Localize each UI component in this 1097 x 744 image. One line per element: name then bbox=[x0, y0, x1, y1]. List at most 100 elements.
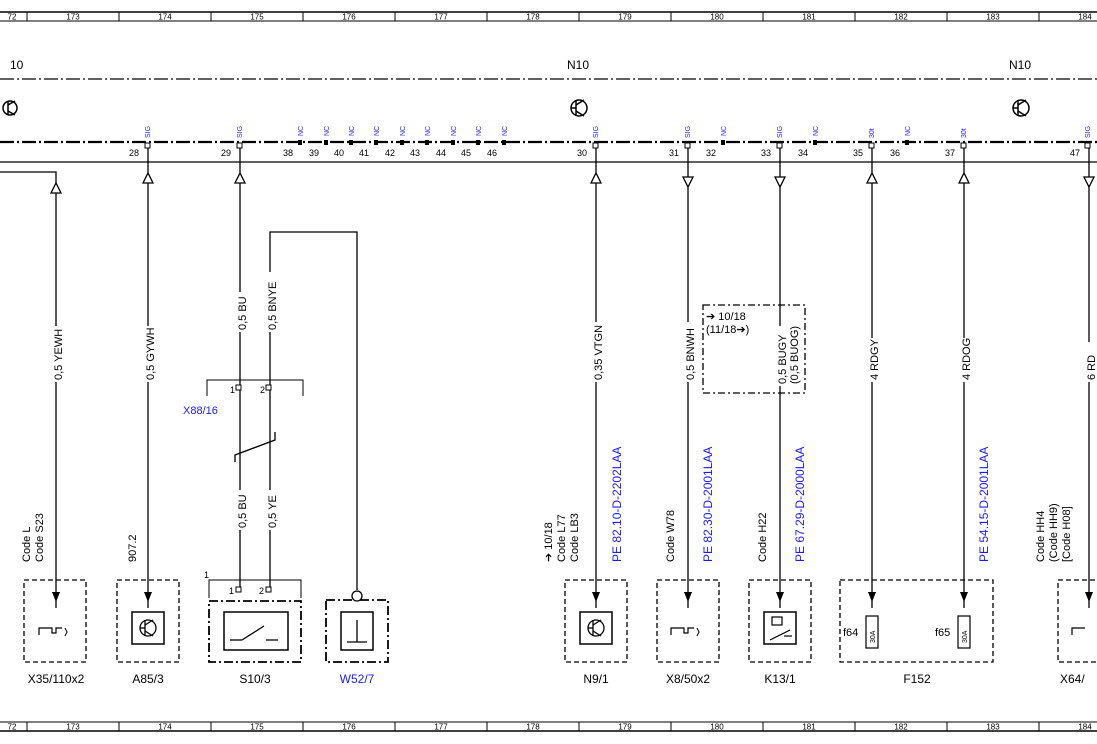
connector-name: X88/16 bbox=[183, 405, 218, 417]
arrow-down-icon bbox=[868, 592, 876, 602]
pin-number: 33 bbox=[761, 148, 771, 158]
connector-pin: 2 bbox=[259, 586, 264, 596]
ruler-num: 177 bbox=[434, 723, 448, 732]
connector-pin: 1 bbox=[229, 586, 234, 596]
code-label: Code L77 bbox=[556, 514, 568, 562]
reference-link[interactable]: PE 54.15-D-2001LAA bbox=[977, 447, 991, 562]
relay-icon bbox=[769, 616, 792, 641]
connector-pin: 1 bbox=[230, 385, 235, 395]
pin-number: 32 bbox=[706, 148, 716, 158]
arrow-down-icon bbox=[1085, 592, 1093, 602]
pin-signal: NC bbox=[813, 126, 820, 136]
pin-42: NC 42 bbox=[385, 126, 407, 158]
wire-label: 0,5 BUGY bbox=[777, 334, 789, 384]
unit-n10-band: 10 N10 N10 bbox=[0, 58, 1097, 163]
arrow-up-icon bbox=[865, 171, 879, 184]
wire-label: 0,5 BU bbox=[237, 296, 249, 330]
component-x8-50x2 bbox=[656, 579, 720, 663]
wire-label: 0,5 BNYE bbox=[267, 282, 279, 330]
plug-icon bbox=[1071, 627, 1085, 635]
code-label: Code W78 bbox=[665, 510, 677, 562]
wire-label: 4 RDGY bbox=[869, 338, 881, 380]
component-label: X64/ bbox=[1060, 672, 1085, 686]
pin-40: NC 40 bbox=[334, 126, 356, 158]
ruler-num: 183 bbox=[986, 13, 1000, 22]
pin-43: NC 43 bbox=[410, 126, 432, 158]
pin-number: 41 bbox=[359, 148, 369, 158]
ground-icon bbox=[347, 620, 367, 643]
pin-38: NC 38 bbox=[283, 126, 305, 158]
pin-signal: NC bbox=[905, 126, 912, 136]
pin-number: 37 bbox=[945, 148, 955, 158]
ruler-num: 181 bbox=[802, 13, 816, 22]
wire-label: (0,5 BUOG) bbox=[789, 326, 801, 384]
pin-number: 38 bbox=[283, 148, 293, 158]
wire-label: 0,35 VTGN bbox=[593, 325, 605, 380]
transistor-icon bbox=[570, 99, 588, 117]
code-label: Code LB3 bbox=[569, 513, 581, 562]
component-s10-3 bbox=[208, 579, 302, 663]
unit-label: 10 bbox=[10, 58, 24, 72]
plug-icon bbox=[38, 627, 62, 635]
arrow-up-icon bbox=[141, 171, 155, 184]
component-a85-3 bbox=[116, 579, 180, 663]
pin-signal: NC bbox=[476, 126, 483, 136]
pin-32: NC 32 bbox=[706, 126, 728, 158]
transistor-icon bbox=[2, 100, 18, 116]
pin-signal: SIG bbox=[145, 126, 152, 138]
fuse-f65: f65 30A bbox=[935, 627, 969, 643]
reference-link[interactable]: PE 82.10-D-2202LAA bbox=[610, 447, 624, 562]
arrow-down-icon bbox=[960, 592, 968, 602]
ruler-num: 182 bbox=[894, 13, 908, 22]
ruler-num: 184 bbox=[1078, 723, 1092, 732]
arrow-up-icon bbox=[49, 181, 63, 194]
ruler-num: 72 bbox=[8, 13, 17, 22]
reference-link[interactable]: PE 82.30-D-2001LAA bbox=[701, 447, 715, 562]
pin-signal: SIG bbox=[777, 126, 784, 138]
pin-number: 30 bbox=[577, 148, 587, 158]
pin-number: 46 bbox=[487, 148, 497, 158]
code-label: Code S23 bbox=[34, 513, 46, 562]
component-label: A85/3 bbox=[132, 672, 164, 686]
ruler-num: 72 bbox=[8, 723, 17, 732]
code-label: Code HH4 bbox=[1035, 511, 1047, 562]
code-label: ➔ 10/18 bbox=[543, 522, 555, 562]
pin-signal: NC bbox=[425, 126, 432, 136]
pin-signal: NC bbox=[324, 126, 331, 136]
ruler-num: 183 bbox=[986, 723, 1000, 732]
pin-46: NC 46 bbox=[487, 126, 509, 158]
pin-44: NC 44 bbox=[436, 126, 458, 158]
component-n9-1 bbox=[564, 579, 628, 663]
component-label: X35/110x2 bbox=[28, 672, 85, 686]
pin-signal: NC bbox=[298, 126, 305, 136]
ruler-num: 178 bbox=[526, 13, 540, 22]
pin-signal: 30t bbox=[961, 128, 968, 138]
code-label: Code L bbox=[21, 527, 33, 562]
top-ruler: 72 173 174 175 176 177 178 179 180 181 1… bbox=[0, 11, 1097, 22]
pin-signal: SIG bbox=[237, 126, 244, 138]
ruler-num: 176 bbox=[342, 13, 356, 22]
component-k13-1 bbox=[748, 579, 812, 663]
bottom-ruler: 72 173 174 175 176 177 178 179 180 181 1… bbox=[0, 721, 1097, 732]
pin-41: NC 41 bbox=[359, 126, 381, 158]
component-label[interactable]: W52/7 bbox=[340, 672, 375, 686]
fuse-rating: 30A bbox=[962, 630, 969, 643]
pin-signal: SIG bbox=[1085, 126, 1092, 138]
pin-number: 29 bbox=[221, 148, 231, 158]
note-line: (11/18➔) bbox=[706, 324, 749, 336]
s10-pins: 1 1 2 bbox=[204, 570, 272, 596]
pin-number: 45 bbox=[461, 148, 471, 158]
pin-45: NC 45 bbox=[461, 126, 483, 158]
component-label: S10/3 bbox=[239, 672, 271, 686]
component-label: X8/50x2 bbox=[666, 672, 710, 686]
arrow-down-icon bbox=[684, 592, 692, 602]
pin-number: 36 bbox=[890, 148, 900, 158]
unit-label: N10 bbox=[1009, 58, 1031, 72]
arrow-up-icon bbox=[957, 171, 971, 184]
ruler-num: 182 bbox=[894, 723, 908, 732]
connector-pin: 2 bbox=[260, 385, 265, 395]
fuse-rating: 30A bbox=[870, 630, 877, 643]
switch-icon bbox=[230, 625, 278, 641]
ruler-num: 179 bbox=[618, 13, 632, 22]
reference-link[interactable]: PE 67.29-D-2000LAA bbox=[793, 447, 807, 562]
